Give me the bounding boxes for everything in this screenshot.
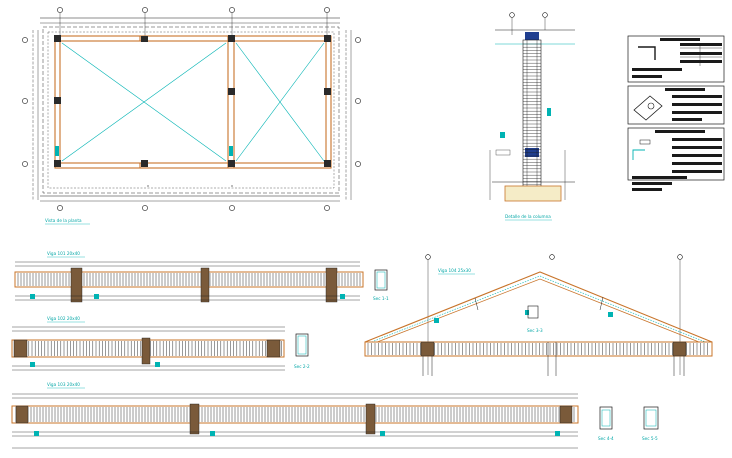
beam-102-elevation: Viga 102 20x40 Sec 2-2 (11, 316, 310, 371)
grid-bubbles-left (22, 37, 28, 167)
roof-title: Viga 104 25x30 (438, 268, 471, 273)
roof-section-label: Sec 3-3 (527, 328, 543, 333)
beam-103-title: Viga 103 20x40 (47, 382, 80, 387)
column-detail: Detalle de la columna (489, 12, 575, 221)
plan-title: Vista de la planta (45, 218, 82, 223)
floor-plan: Vista de la planta (22, 7, 361, 225)
roof-truss-elevation: Viga 104 25x30 Sec 3-3 (364, 254, 713, 376)
grid-bubbles-bottom (57, 205, 330, 211)
beam-102-ties (15, 341, 282, 356)
tie-beam-ties (367, 343, 708, 355)
sec-4-4-label: Sec 4-4 (598, 436, 614, 441)
beam-103-elevation: Viga 103 20x40 Sec 4-4 Sec 5-5 (11, 382, 659, 449)
beam-101-title: Viga 101 20x40 (47, 251, 80, 256)
sec-1-1-label: Sec 1-1 (373, 296, 389, 301)
column-title: Detalle de la columna (505, 214, 551, 219)
column-ties (523, 43, 541, 189)
grid-bubbles-right (355, 37, 361, 167)
grid-bubbles-top (57, 7, 330, 13)
sec-5-5-label: Sec 5-5 (642, 436, 658, 441)
beam-102-title: Viga 102 20x40 (47, 316, 80, 321)
plan-columns (54, 35, 331, 167)
plan-beams (54, 35, 332, 169)
slab-diagonals (61, 42, 325, 162)
schedule-tables (627, 35, 725, 191)
beam-101-elevation: Viga 101 20x40 Sec 1-1 (14, 251, 389, 303)
sec-2-2-label: Sec 2-2 (294, 364, 310, 369)
